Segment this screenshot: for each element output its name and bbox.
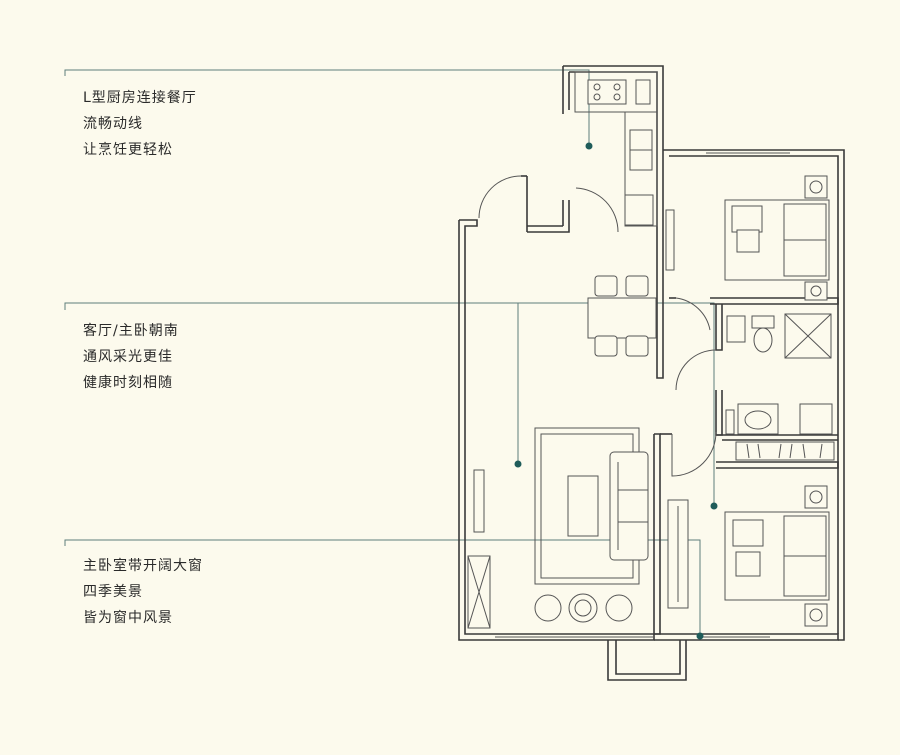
caption-line: L型厨房连接餐厅	[83, 90, 197, 106]
marker-dot-bedroom	[696, 632, 704, 640]
closet-row	[735, 441, 835, 461]
tv-cabinet	[473, 469, 485, 533]
armchair	[605, 594, 633, 622]
leader-line-hall	[426, 302, 715, 506]
coffee-table	[567, 475, 599, 537]
side-table	[568, 593, 598, 623]
nightstand	[804, 175, 828, 199]
leader-line-living	[64, 302, 519, 464]
bedroom-2	[667, 485, 830, 627]
nightstand	[804, 603, 828, 627]
marker-dot-kitchen	[585, 142, 593, 150]
leader-line-kitchen	[64, 69, 590, 146]
caption-line: 皆为窗中风景	[83, 610, 173, 626]
marker-dot-living	[514, 460, 522, 468]
dining-table	[587, 297, 657, 339]
caption-line: 客厅/主卧朝南	[83, 323, 179, 339]
dining-chair	[625, 275, 649, 297]
marker-dot-hall	[710, 502, 718, 510]
walls	[458, 65, 845, 681]
leader-line-bedroom	[64, 539, 701, 636]
toilet-icon	[751, 315, 775, 329]
wardrobe	[665, 209, 675, 271]
kitchen-fixtures	[574, 71, 658, 227]
caption-line: 让烹饪更轻松	[83, 142, 173, 158]
dining-chair	[594, 335, 618, 357]
caption-line: 流畅动线	[83, 116, 143, 132]
caption-line: 主卧室带开阔大窗	[83, 558, 203, 574]
fridge-icon	[624, 194, 654, 226]
caption-kitchen: L型厨房连接餐厅 流畅动线 让烹饪更轻松	[83, 85, 197, 163]
marker-dots	[514, 142, 718, 640]
bathroom	[725, 313, 833, 435]
sofa-icon	[609, 451, 649, 561]
caption-line: 通风采光更佳	[83, 349, 173, 365]
armchair	[534, 594, 562, 622]
caption-line: 四季美景	[83, 584, 143, 600]
bath-shelf	[725, 409, 735, 435]
caption-bedroom: 主卧室带开阔大窗 四季美景 皆为窗中风景	[83, 553, 203, 631]
closet	[735, 441, 835, 461]
bedroom-1	[665, 175, 830, 301]
bath-cabinet	[726, 315, 746, 343]
dining-chair	[594, 275, 618, 297]
nightstand	[804, 281, 828, 301]
stove-icon	[587, 79, 627, 105]
leader-lines	[64, 69, 715, 636]
dining-chair	[625, 335, 649, 357]
washer	[799, 403, 833, 435]
living-room	[467, 427, 649, 629]
counter-side	[624, 111, 658, 227]
dining-set	[587, 275, 657, 357]
counter-top	[574, 71, 658, 113]
caption-living: 客厅/主卧朝南 通风采光更佳 健康时刻相随	[83, 318, 179, 396]
caption-line: 健康时刻相随	[83, 375, 173, 391]
nightstand	[804, 485, 828, 509]
